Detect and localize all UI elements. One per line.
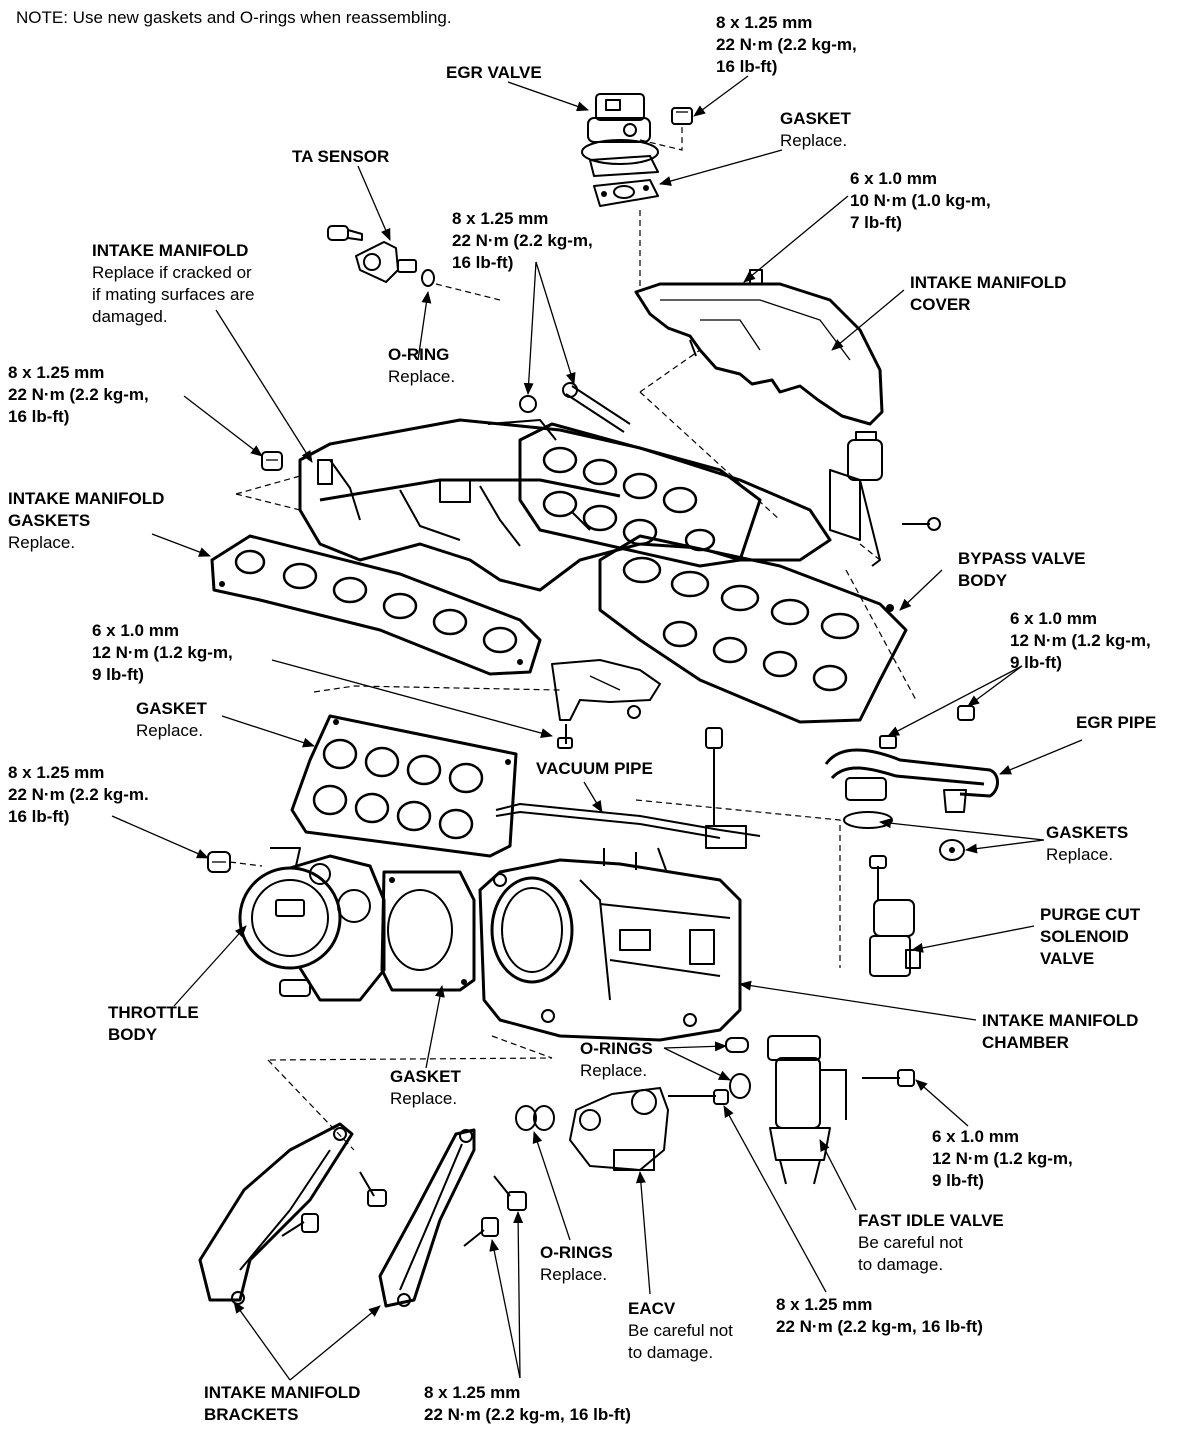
label-bolt-eacv: 8 x 1.25 mm 22 N·m (2.2 kg-m, 16 lb-ft) [776,1295,983,1336]
egr-pipe-gaskets-part [843,811,965,861]
chamber-gasket-part [290,714,518,858]
bracket-bolts [281,1171,527,1247]
intake-manifold-cover-part [634,269,884,426]
intake-manifold-chamber-part [478,847,742,1042]
label-vacuum-pipe: VACUUM PIPE [536,759,653,778]
leader-lines [111,75,1083,1381]
label-throttle-body: THROTTLE BODY [108,1003,199,1044]
manifold-bolts-center [519,382,631,433]
label-gasket-throttle: GASKET Replace. [390,1067,461,1108]
fast-idle-valve-part [767,1035,915,1185]
label-bolt-cover: 6 x 1.0 mm 10 N·m (1.0 kg-m, 7 lb-ft) [850,169,991,232]
egr-valve-gasket-part [593,179,659,207]
intake-manifold-gaskets-part [210,534,542,676]
o-rings-lower-part [515,1105,555,1131]
label-o-rings-upper: O-RINGS Replace. [580,1039,653,1080]
label-gasket-egr: GASKET Replace. [780,109,851,150]
egr-pipe-bolts [879,705,975,749]
label-bolt-throttle: 8 x 1.25 mm 22 N·m (2.2 kg-m. 16 lb-ft) [8,763,149,826]
label-o-rings-lower: O-RINGS Replace. [540,1243,613,1284]
label-fast-idle-valve: FAST IDLE VALVE Be careful not to damage… [858,1211,1004,1274]
label-bolt-egr-pipe: 6 x 1.0 mm 12 N·m (1.2 kg-m, 9 lb-ft) [1010,609,1151,672]
reassembly-note: NOTE: Use new gaskets and O-rings when r… [16,8,452,27]
vacuum-pipe-part [495,727,761,849]
label-bolt-egr-valve: 8 x 1.25 mm 22 N·m (2.2 kg-m, 16 lb-ft) [716,13,857,76]
label-intake-manifold: INTAKE MANIFOLD Replace if cracked or if… [92,241,255,326]
label-gaskets-egr-pipe: GASKETS Replace. [1046,823,1129,864]
label-intake-manifold-cover: INTAKE MANIFOLD COVER [910,273,1067,314]
ta-sensor-part [327,225,435,287]
intake-manifold-flange-upper [518,422,762,568]
bracket-right-part [378,1128,476,1308]
throttle-nut [207,851,231,873]
throttle-gasket-part [380,870,476,992]
label-gasket-chamber: GASKET Replace. [136,699,207,740]
label-bolt-manifold-center: 8 x 1.25 mm 22 N·m (2.2 kg-m, 16 lb-ft) [452,209,593,272]
label-bolt-bracket-left: 6 x 1.0 mm 12 N·m (1.2 kg-m, 9 lb-ft) [92,621,233,684]
label-intake-manifold-chamber: INTAKE MANIFOLD CHAMBER [982,1011,1139,1052]
label-bolt-manifold-left: 8 x 1.25 mm 22 N·m (2.2 kg-m, 16 lb-ft) [8,363,149,426]
eacv-part [569,1087,729,1171]
label-bolt-brackets: 8 x 1.25 mm 22 N·m (2.2 kg-m, 16 lb-ft) [424,1383,631,1424]
manifold-nut-left [261,451,283,471]
egr-valve-part [581,93,659,177]
label-intake-manifold-gaskets: INTAKE MANIFOLD GASKETS Replace. [8,489,165,552]
label-egr-pipe: EGR PIPE [1076,713,1157,732]
intake-manifold-flange-lower [598,534,908,724]
bracket-left-part [198,1122,354,1305]
label-bolt-fast-idle: 6 x 1.0 mm 12 N·m (1.2 kg-m, 9 lb-ft) [932,1127,1073,1190]
label-purge-cut-solenoid-valve: PURGE CUT SOLENOID VALVE [1040,905,1141,968]
label-egr-valve: EGR VALVE [446,63,542,82]
throttle-body-part [238,847,386,1002]
label-ta-sensor: TA SENSOR [292,147,390,166]
bypass-valve-body-part [829,431,941,567]
label-eacv: EACV Be careful not to damage. [628,1299,733,1362]
purge-cut-solenoid-valve-part [869,855,921,977]
egr-valve-nut [671,107,693,125]
label-bypass-valve-body: BYPASS VALVE BODY [958,549,1086,590]
small-bracket-part [551,659,661,749]
o-rings-upper-part [725,1037,751,1099]
label-o-ring-ta: O-RING Replace. [388,345,456,386]
egr-pipe-part [824,748,999,813]
label-intake-manifold-brackets: INTAKE MANIFOLD BRACKETS [204,1383,361,1424]
